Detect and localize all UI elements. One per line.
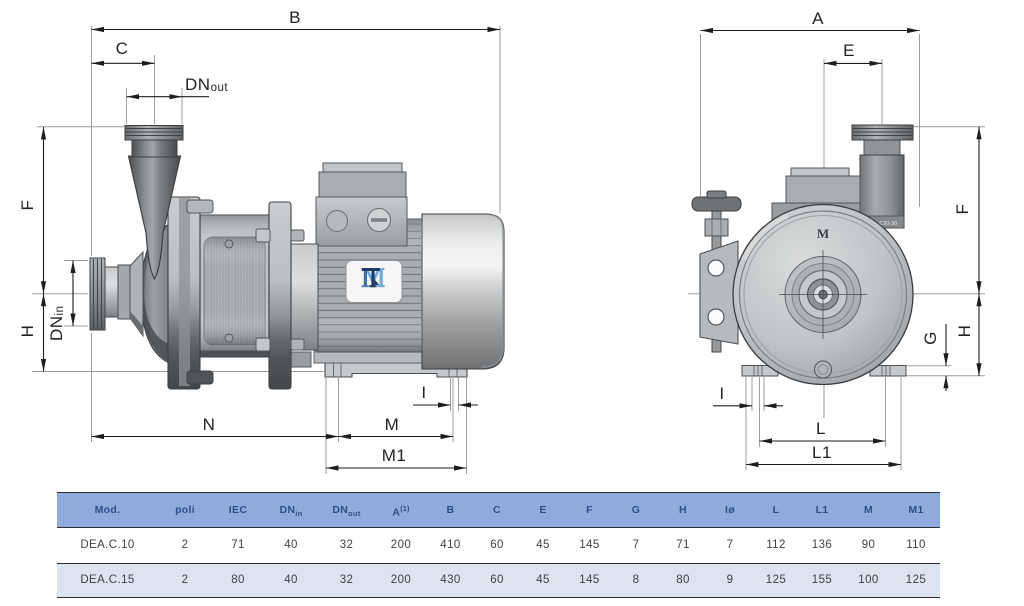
svg-text:M1: M1 [382,446,407,465]
svg-text:DEA C20-30: DEA C20-30 [867,221,898,227]
svg-text:F: F [953,204,972,215]
svg-text:G: G [921,331,940,345]
svg-text:DNin: DNin [47,305,66,341]
svg-text:I: I [421,383,426,402]
svg-text:L: L [816,419,826,438]
svg-text:N: N [203,415,216,434]
svg-text:I: I [719,384,724,403]
svg-text:M: M [385,415,400,434]
svg-text:B: B [289,8,301,27]
svg-text:A: A [812,9,824,28]
svg-text:DNout: DNout [185,75,228,94]
svg-text:H: H [955,325,974,338]
svg-text:C: C [116,39,129,58]
svg-text:L1: L1 [812,443,832,462]
svg-text:E: E [843,41,855,60]
svg-text:F: F [18,200,37,211]
svg-text:M: M [817,226,829,241]
svg-text:H: H [18,325,37,338]
